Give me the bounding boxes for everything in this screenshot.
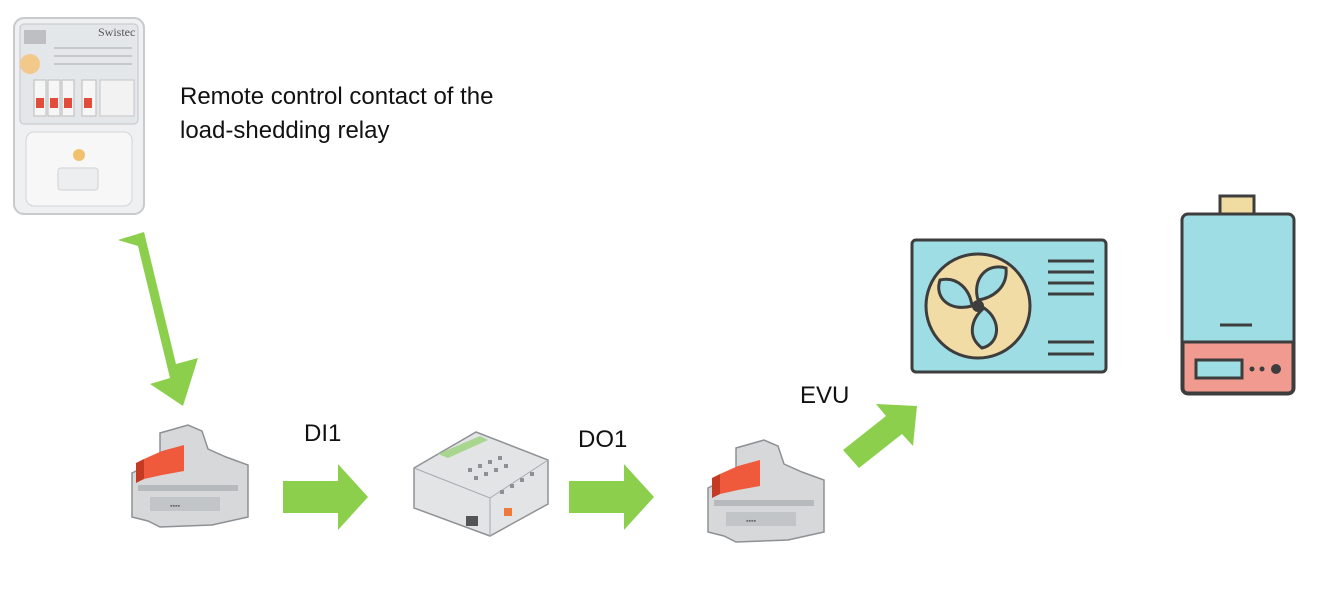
relay-icon: ▪▪▪▪ [131, 424, 249, 528]
arrow-icon [283, 464, 368, 530]
do1-label: DO1 [578, 426, 628, 453]
di1-label: DI1 [304, 420, 342, 447]
svg-text:▪▪▪▪: ▪▪▪▪ [170, 503, 180, 510]
boiler-icon [1180, 194, 1296, 396]
meter-brand-text: Swistec [98, 25, 135, 39]
svg-text:▪▪▪▪: ▪▪▪▪ [746, 518, 756, 525]
arrow-icon [569, 464, 654, 530]
evu-label: EVU [800, 382, 850, 409]
io-module-icon [413, 431, 549, 537]
relay-icon: ▪▪▪▪ [707, 439, 825, 543]
heat-pump-outdoor-unit-icon [910, 238, 1108, 374]
arrow-icon [843, 404, 917, 468]
caption-text: Remote control contact of the load-shedd… [180, 83, 494, 144]
electricity-meter-icon: Swistec [13, 17, 145, 215]
arrow-icon [118, 232, 198, 406]
